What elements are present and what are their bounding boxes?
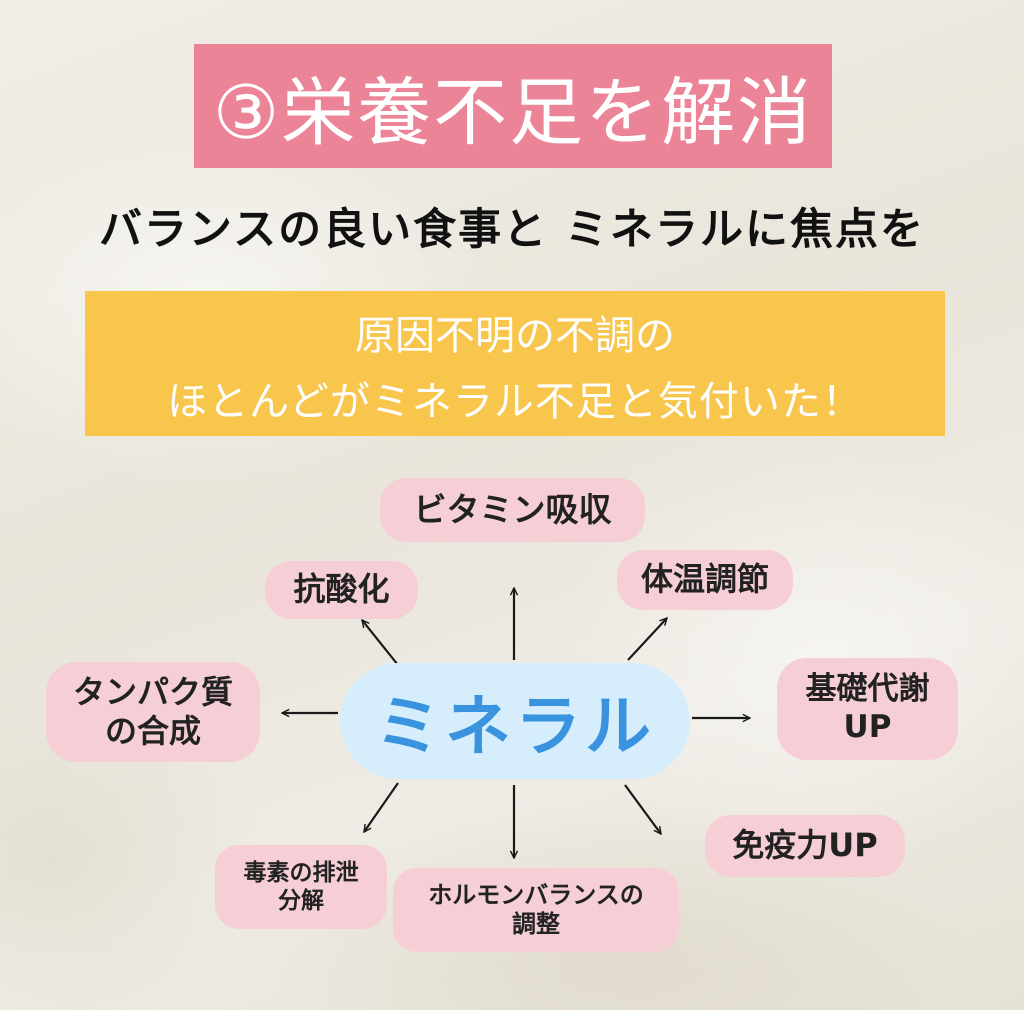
benefit-label: 体温調節 xyxy=(640,560,769,599)
benefit-body-temperature: 体温調節 xyxy=(617,550,793,610)
benefit-label-line-1: 毒素の排泄 xyxy=(243,859,359,886)
center-node-label: ミネラル xyxy=(375,688,655,765)
benefit-label-line-2: の合成 xyxy=(104,712,201,750)
highlight-line-2: ほとんどがミネラル不足と気付いた！ xyxy=(167,379,863,425)
section-title: ③栄養不足を解消 xyxy=(194,44,832,168)
section-title-text: ③栄養不足を解消 xyxy=(212,69,814,156)
benefit-label-line-2: 分解 xyxy=(278,888,324,914)
benefit-protein-synthesis: タンパク質 の合成 xyxy=(46,662,260,762)
highlight-box: 原因不明の不調の ほとんどがミネラル不足と気付いた！ xyxy=(85,291,945,436)
arrow-up-left xyxy=(362,620,399,666)
benefit-vitamin-absorption: ビタミン吸収 xyxy=(380,478,645,542)
arrow-down-left xyxy=(364,782,399,832)
benefit-label: ビタミン吸収 xyxy=(413,489,612,529)
benefit-label: 抗酸化 xyxy=(293,570,390,609)
subtitle: バランスの良い食事と ミネラルに焦点を xyxy=(98,205,926,255)
benefit-label-line-1: 基礎代謝 xyxy=(805,671,930,708)
center-node-mineral: ミネラル xyxy=(340,663,690,779)
highlight-line-1: 原因不明の不調の xyxy=(355,313,675,359)
benefit-basal-metabolism: 基礎代謝 UP xyxy=(777,658,958,760)
benefit-label: 免疫力UP xyxy=(732,826,878,865)
benefit-immunity: 免疫力UP xyxy=(705,815,905,877)
benefit-antioxidant: 抗酸化 xyxy=(265,561,418,619)
arrow-up-right xyxy=(627,618,667,661)
benefit-label-line-1: ホルモンバランスの xyxy=(428,880,644,909)
arrow-down-right xyxy=(624,784,661,834)
benefit-label-line-1: タンパク質 xyxy=(72,672,233,711)
benefit-detox: 毒素の排泄 分解 xyxy=(215,845,387,929)
benefit-hormone-balance: ホルモンバランスの 調整 xyxy=(393,868,679,952)
benefit-label-line-2: UP xyxy=(843,709,892,745)
benefit-label-line-2: 調整 xyxy=(512,910,560,938)
